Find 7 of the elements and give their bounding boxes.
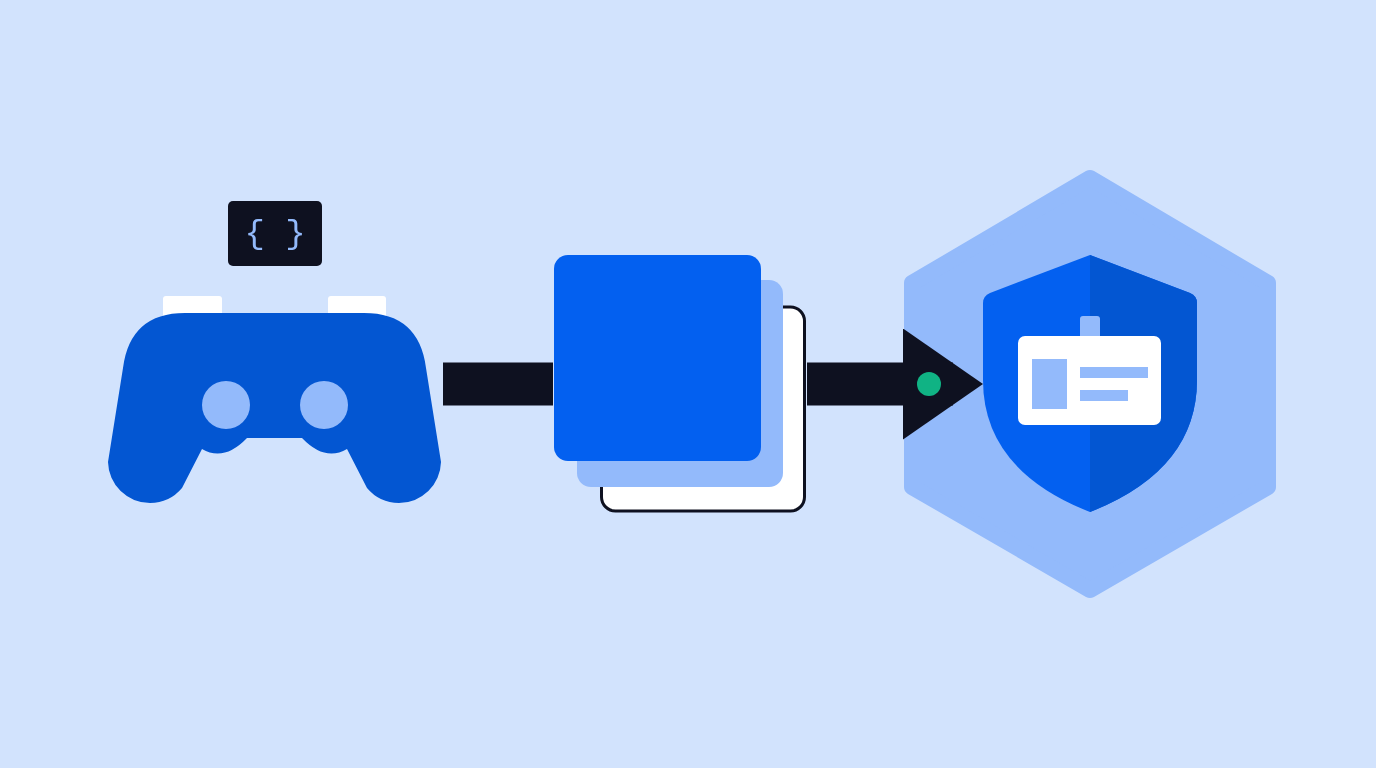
hexagon-backdrop xyxy=(903,169,1277,599)
code-badge xyxy=(228,201,322,266)
arrow xyxy=(807,328,983,440)
stacked-cards xyxy=(553,254,807,513)
code-symbol: { } xyxy=(244,216,306,251)
shield-id-card-illustration xyxy=(983,254,1198,512)
connector-bar xyxy=(443,362,553,406)
